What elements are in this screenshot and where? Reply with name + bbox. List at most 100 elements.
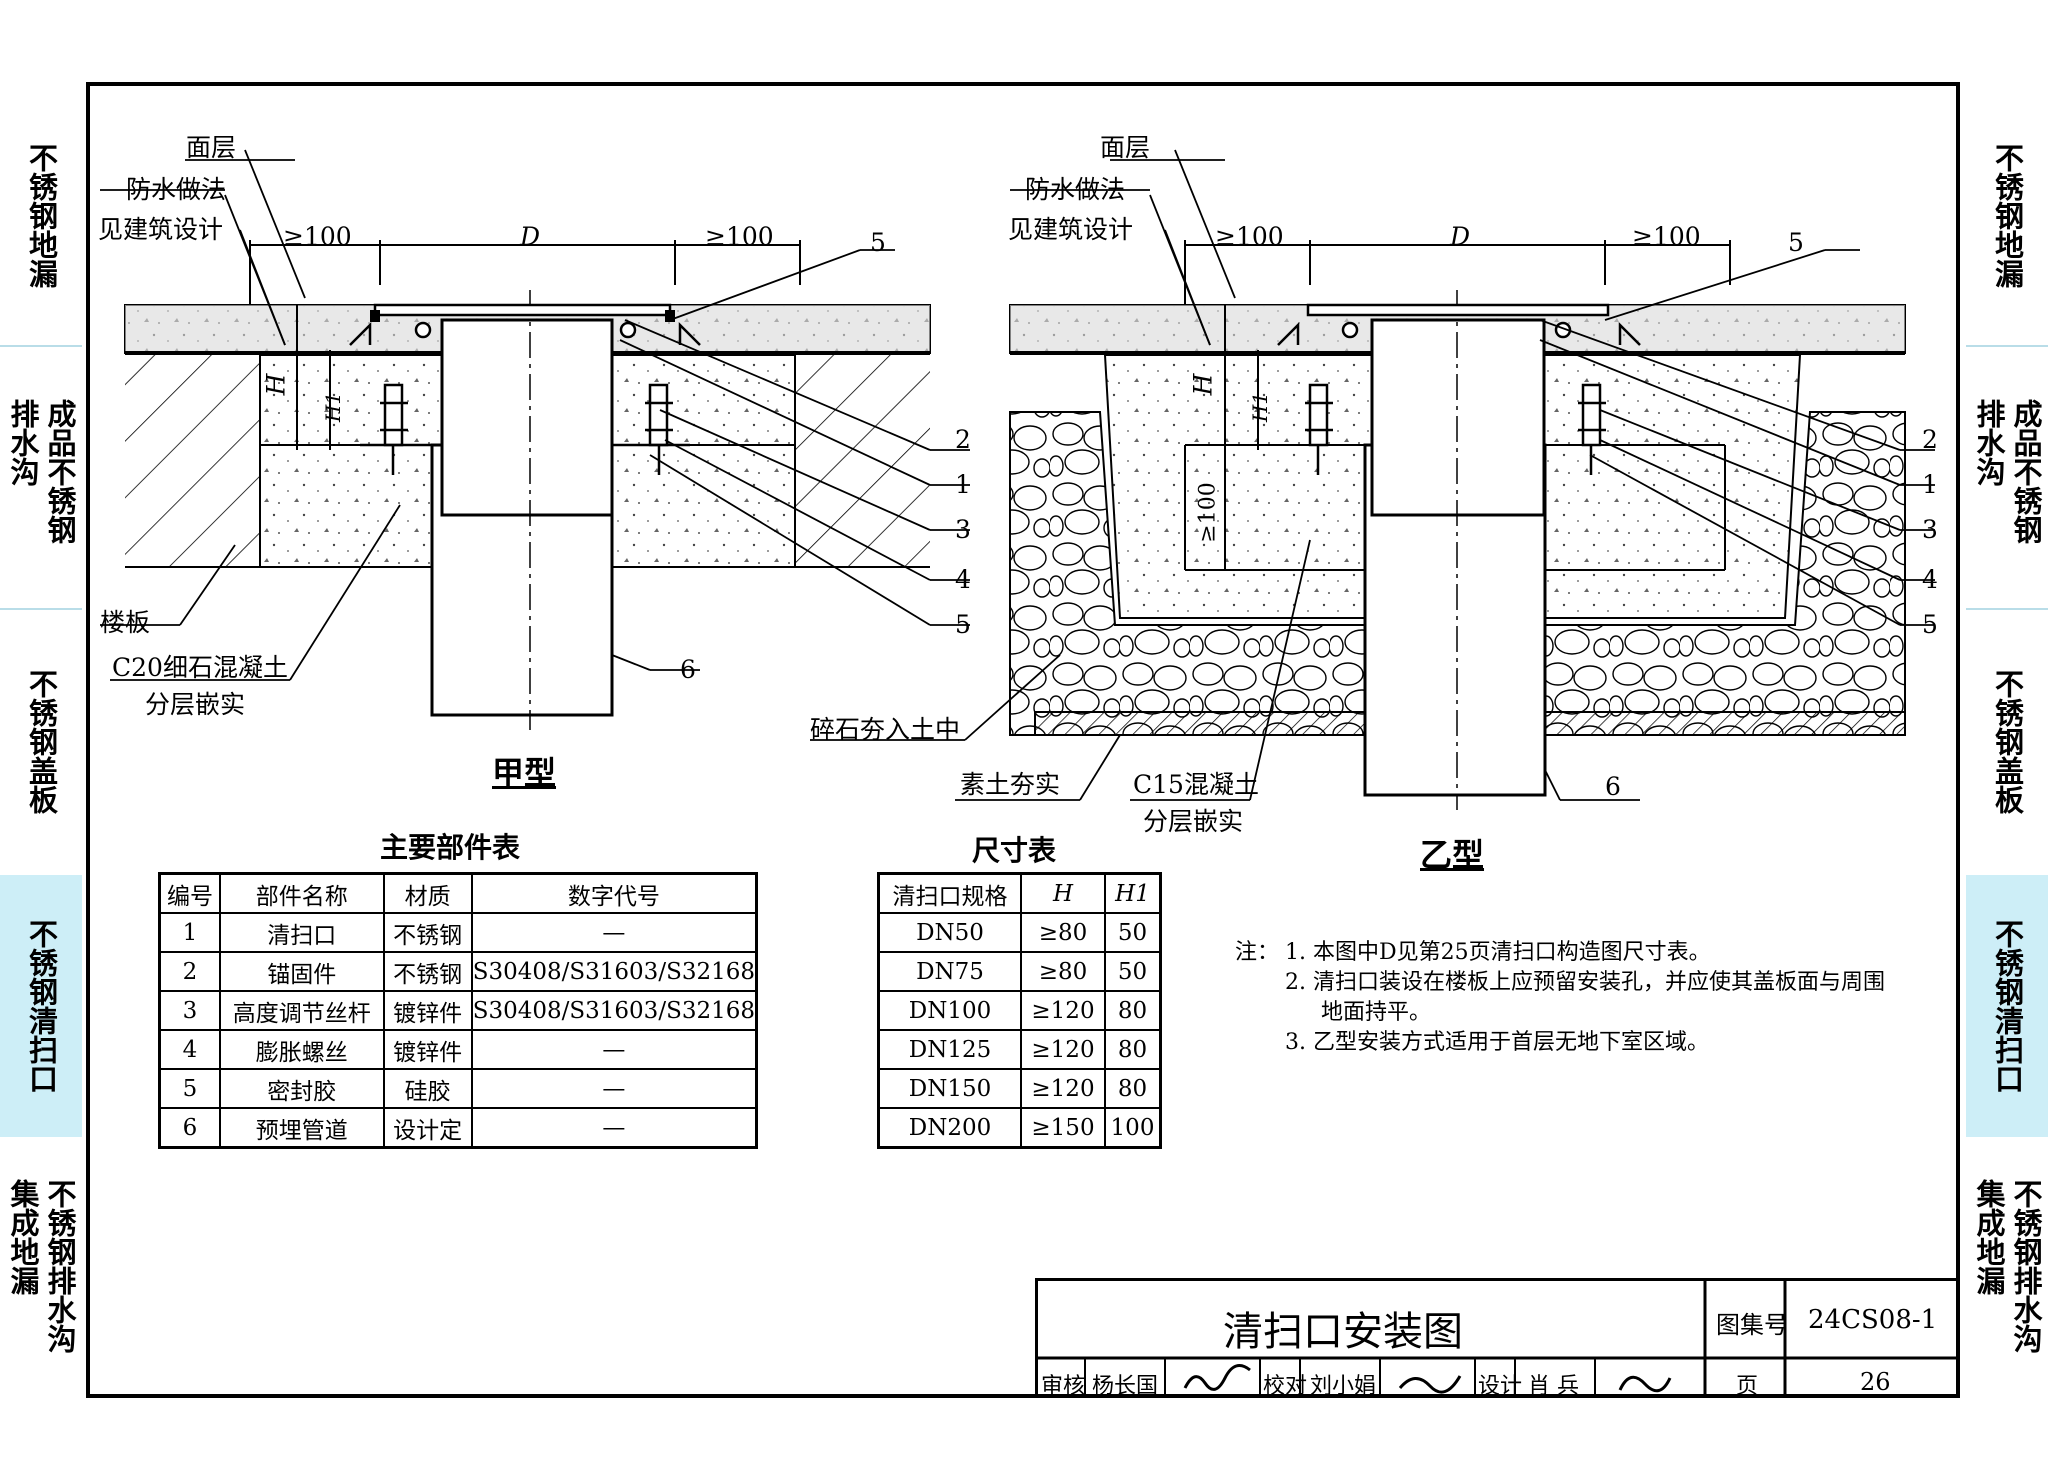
cell: DN75: [877, 951, 1022, 992]
drawing-title: 清扫口安装图: [1223, 1309, 1463, 1355]
cleanout-body: [440, 318, 614, 517]
header-cell: H: [1020, 872, 1106, 914]
cell: 2: [158, 951, 221, 992]
title-block-grid: [1035, 1278, 1960, 1398]
callout-1-a: 1: [955, 470, 971, 499]
cell: ≥120: [1020, 1068, 1106, 1109]
dim-100-b: ≥100: [1195, 482, 1221, 543]
size-table-title: 尺寸表: [972, 834, 1057, 867]
side-tab-4-right[interactable]: 不锈钢清扫口: [1966, 875, 2048, 1137]
cell: —: [470, 1029, 758, 1070]
cell: 6: [158, 1107, 221, 1149]
header-cell: 材质: [382, 872, 473, 914]
side-tab-3[interactable]: 不锈钢盖板: [24, 668, 59, 814]
dim-left-b: ≥100: [1215, 222, 1284, 251]
design-label: 设计: [1478, 1374, 1523, 1399]
callout-2-b: 2: [1922, 425, 1938, 454]
callout-4-a: 4: [955, 565, 971, 594]
header-cell: H1: [1104, 872, 1162, 914]
cell: 80: [1104, 1068, 1162, 1109]
cell: ≥80: [1020, 951, 1106, 992]
cell: 不锈钢: [382, 912, 473, 953]
header-cell: 数字代号: [470, 872, 758, 914]
header-cell: 部件名称: [218, 872, 385, 914]
callout-4-b: 4: [1922, 565, 1938, 594]
header-cell: 清扫口规格: [877, 872, 1022, 914]
callout-6-a: 6: [680, 655, 696, 684]
cell: 50: [1104, 951, 1162, 992]
callout-1-b: 1: [1922, 470, 1938, 499]
callout-5-top-a: 5: [870, 228, 886, 257]
title-block: 清扫口安装图 图集号 24CS08-1 审核 杨长国 校对 刘小娟 设计 肖 兵…: [1035, 1278, 1960, 1399]
cell: 1: [158, 912, 221, 953]
tab-divider: [0, 345, 82, 347]
cell: S30408/S31603/S32168: [470, 990, 758, 1031]
cell: DN125: [877, 1029, 1022, 1070]
dim-h1-a: H1: [321, 391, 346, 423]
cell: DN200: [877, 1107, 1022, 1149]
callout-3-a: 3: [955, 515, 971, 544]
callout-3-b: 3: [1922, 515, 1938, 544]
dim-h-a: H: [261, 373, 291, 396]
callout-5-b: 5: [1922, 610, 1938, 639]
table-header: 清扫口规格 H H1: [877, 872, 1162, 914]
callout-5-a: 5: [955, 610, 971, 639]
side-tab-3-right[interactable]: 不锈钢盖板: [1990, 668, 2025, 814]
cell: 100: [1104, 1107, 1162, 1149]
slab-hatched-right: [795, 355, 930, 567]
cell: 不锈钢: [382, 951, 473, 992]
dim-d-a: D: [520, 222, 541, 251]
diagram-a: [100, 149, 970, 730]
cell: 镀锌件: [382, 990, 473, 1031]
label-concrete-b2: 分层嵌实: [1143, 807, 1244, 836]
label-surface-a: 面层: [186, 133, 237, 162]
cell: DN50: [877, 912, 1022, 953]
side-tab-2[interactable]: 成品不锈钢排水沟: [6, 399, 77, 544]
checker: 刘小娟: [1310, 1374, 1377, 1399]
page-label: 页: [1736, 1374, 1759, 1399]
dim-h1-b: H1: [1248, 391, 1273, 423]
callout-2-a: 2: [955, 425, 971, 454]
side-tab-2-right[interactable]: 成品不锈钢排水沟: [1972, 399, 2043, 544]
label-gravel: 碎石夯入土中: [810, 715, 961, 744]
side-tab-4[interactable]: 不锈钢清扫口: [0, 875, 82, 1137]
label-waterproof-a2: 见建筑设计: [98, 215, 224, 244]
callout-6-b: 6: [1605, 772, 1621, 801]
label-concrete-a1: C20细石混凝土: [112, 653, 288, 682]
note-item: 1. 本图中D见第25页清扫口构造图尺寸表。: [1285, 940, 1711, 965]
cell: 镀锌件: [382, 1029, 473, 1070]
signature-designer: [1618, 1375, 1672, 1393]
cleanout-body-b: [1370, 318, 1546, 517]
tab-divider: [0, 608, 82, 610]
side-tab-5[interactable]: 不锈钢排水沟集成地漏: [6, 1179, 77, 1353]
tab-divider: [1966, 345, 2048, 347]
label-soil: 素土夯实: [960, 770, 1061, 799]
label-surface-b: 面层: [1100, 133, 1151, 162]
caption-a: 甲型: [492, 754, 557, 792]
review-label: 审核: [1041, 1374, 1086, 1399]
dim-h-b: H: [1188, 373, 1218, 396]
dim-right-b: ≥100: [1632, 222, 1701, 251]
signature-checker: [1398, 1375, 1462, 1394]
cell: —: [470, 1068, 758, 1109]
cell: —: [470, 912, 758, 953]
tab-divider: [1966, 608, 2048, 610]
side-tab-1[interactable]: 不锈钢地漏: [24, 142, 59, 288]
cell: ≥80: [1020, 912, 1106, 953]
note-item: 地面持平。: [1321, 1000, 1432, 1025]
cell: DN150: [877, 1068, 1022, 1109]
side-tab-5-right[interactable]: 不锈钢排水沟集成地漏: [1972, 1179, 2043, 1353]
side-tab-1-right[interactable]: 不锈钢地漏: [1990, 142, 2025, 288]
cell: 4: [158, 1029, 221, 1070]
label-slab: 楼板: [100, 608, 151, 637]
label-waterproof-a1: 防水做法: [126, 175, 227, 204]
